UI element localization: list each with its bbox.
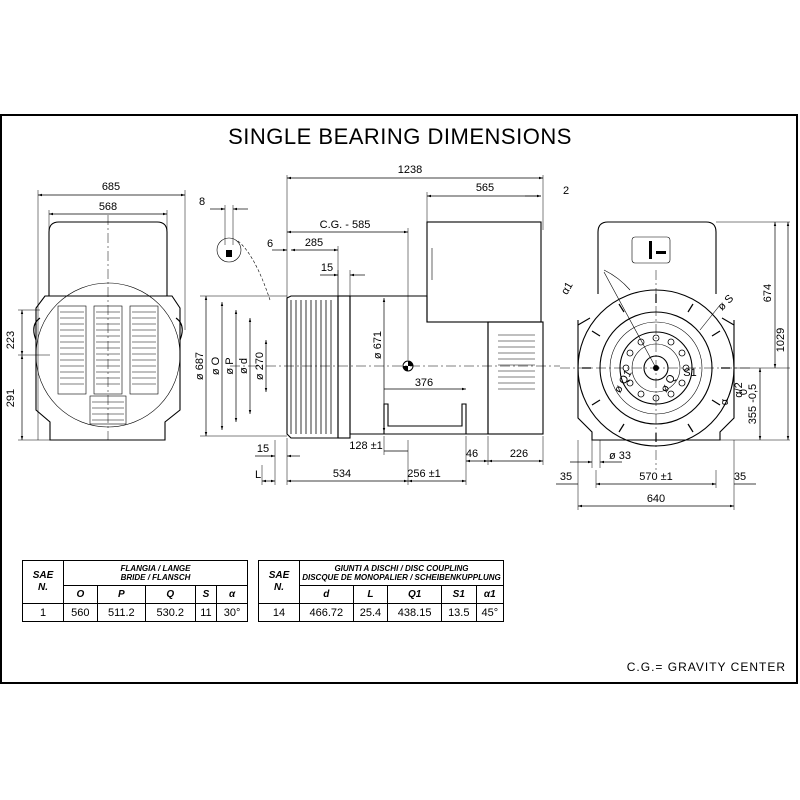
dim-dia-O: ø O xyxy=(210,356,222,375)
dim-dia-270: ø 270 xyxy=(254,352,266,380)
drawing-title: SINGLE BEARING DIMENSIONS xyxy=(228,124,572,149)
coupling-col-alpha1: α1 xyxy=(475,585,505,604)
dim-2: 2 xyxy=(563,185,569,197)
dim-570: 570 ±1 xyxy=(639,471,673,483)
dim-376: 376 xyxy=(415,377,433,389)
dim-285: 285 xyxy=(305,237,323,249)
flange-col-S: S xyxy=(194,585,218,604)
table-row: 1 560 511.2 530.2 11 30° xyxy=(22,603,248,622)
dim-dia-33: ø 33 xyxy=(609,450,631,462)
coupling-value-d: 466.72 xyxy=(299,603,354,622)
flange-col-Q: Q xyxy=(144,585,196,604)
dim-674: 674 xyxy=(762,284,774,302)
dim-dia-Q: ø Q xyxy=(659,372,679,394)
dim-565: 565 xyxy=(476,182,494,194)
dim-1029: 1029 xyxy=(775,328,787,352)
dim-1238: 1238 xyxy=(398,164,422,176)
coupling-value-alpha1: 45° xyxy=(475,603,505,622)
dim-8: 8 xyxy=(199,196,205,208)
coupling-value-L: 25.4 xyxy=(352,603,389,622)
dim-dia-Q1: ø Q1 xyxy=(612,368,635,395)
coupling-col-L: L xyxy=(352,585,389,604)
flange-value-Q: 530.2 xyxy=(144,603,196,622)
dim-dia-671: ø 671 xyxy=(372,331,384,359)
dim-cg-585: C.G. - 585 xyxy=(320,219,371,231)
drawing-frame xyxy=(0,114,798,684)
dim-dia-S: ø S xyxy=(716,293,737,314)
dim-dia-d: ø d xyxy=(238,358,250,374)
flange-value-S: 11 xyxy=(194,603,218,622)
flange-col-O: O xyxy=(63,585,98,604)
coupling-value-Q1: 438.15 xyxy=(387,603,442,622)
dim-shaft-height: 355 -0,5 xyxy=(747,384,759,424)
dim-zero: 0 xyxy=(738,389,750,395)
flange-col-P: P xyxy=(96,585,146,604)
dim-256: 256 ±1 xyxy=(407,468,441,480)
dim-35-left: 35 xyxy=(560,471,572,483)
dim-226: 226 xyxy=(510,448,528,460)
dim-128: 128 ±1 xyxy=(349,440,383,452)
end-view: α1 α/2 α ø S S1 ø Q ø Q1 674 1029 355 -0… xyxy=(556,221,790,510)
dim-15-top: 15 xyxy=(321,262,333,274)
flange-value-O: 560 xyxy=(63,603,98,622)
dim-alpha: α xyxy=(719,398,731,405)
flange-col-alpha: α xyxy=(216,585,248,604)
dim-6: 6 xyxy=(267,238,273,250)
coupling-col-Q1: Q1 xyxy=(387,585,442,604)
dim-568: 568 xyxy=(99,201,117,213)
flange-value-P: 511.2 xyxy=(96,603,146,622)
dim-L: L xyxy=(255,469,261,481)
dim-534: 534 xyxy=(333,468,351,480)
coupling-col-S1: S1 xyxy=(440,585,477,604)
dim-alpha1: α1 xyxy=(559,280,576,297)
dim-S1: S1 xyxy=(683,367,696,379)
flange-value-alpha: 30° xyxy=(216,603,248,622)
dim-640: 640 xyxy=(647,493,665,505)
flange-sae-value: 1 xyxy=(22,603,64,622)
dim-alpha-half: α/2 xyxy=(733,382,745,398)
dim-35-right: 35 xyxy=(734,471,746,483)
dim-dia-687: ø 687 xyxy=(194,352,206,380)
dim-15-bottom: 15 xyxy=(257,443,269,455)
coupling-value-S1: 13.5 xyxy=(440,603,477,622)
table-row: 14 466.72 25.4 438.15 13.5 45° xyxy=(258,603,505,622)
coupling-sae-value: 14 xyxy=(258,603,300,622)
coupling-col-d: d xyxy=(299,585,354,604)
front-view: 685 568 223 291 xyxy=(5,181,186,441)
dim-dia-P: ø P xyxy=(224,357,236,374)
gravity-center-note: C.G.= GRAVITY CENTER xyxy=(626,660,786,674)
side-view: 1238 565 2 8 C.G. - 585 6 285 15 xyxy=(194,164,569,485)
dim-685: 685 xyxy=(102,181,120,193)
dim-223: 223 xyxy=(5,331,17,349)
dim-46: 46 xyxy=(466,448,478,460)
dim-291: 291 xyxy=(5,389,17,407)
